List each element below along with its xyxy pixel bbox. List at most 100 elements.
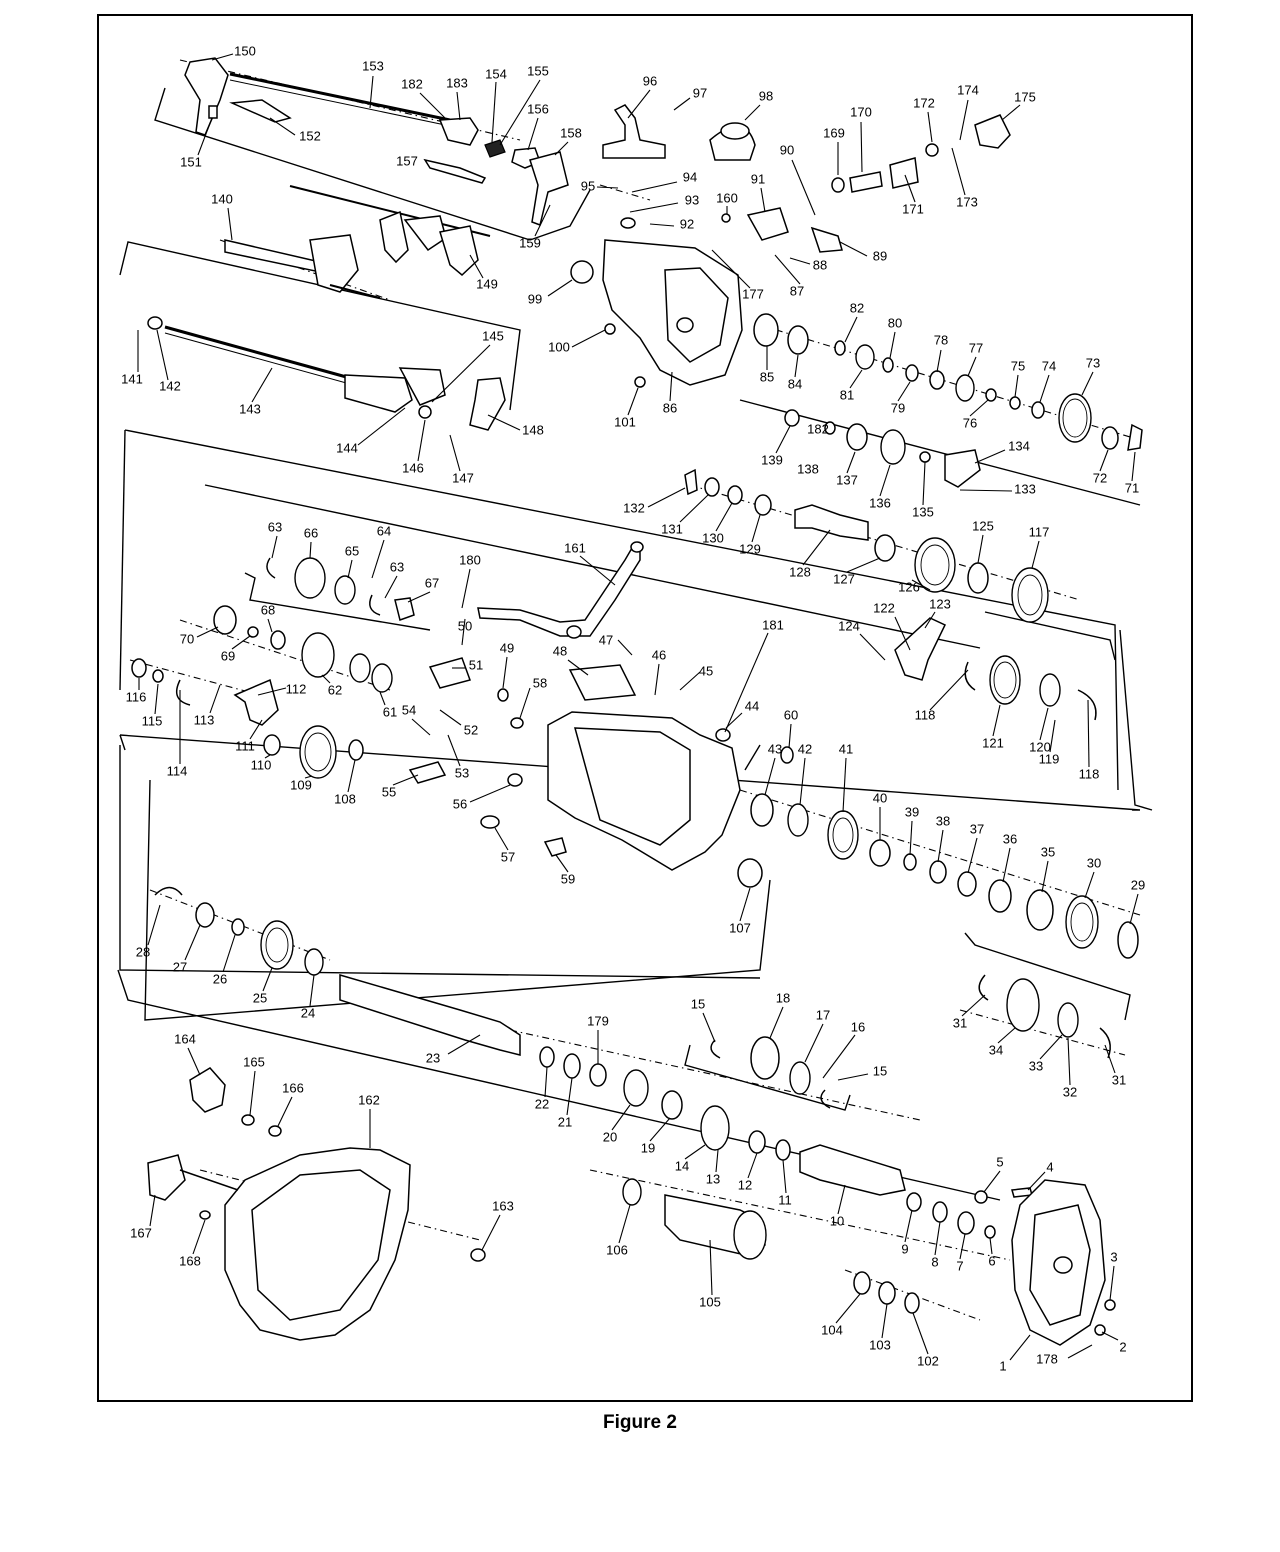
callout-120: 120 (1029, 739, 1051, 754)
right-synchro-group (989, 655, 1097, 721)
callout-76: 76 (963, 415, 977, 430)
callout-60: 60 (784, 707, 798, 722)
callout-125: 125 (972, 518, 994, 533)
callout-79: 79 (891, 400, 905, 415)
callout-47: 47 (599, 632, 613, 647)
callout-59: 59 (561, 871, 575, 886)
callout-102: 102 (917, 1353, 939, 1368)
callout-143: 143 (239, 401, 261, 416)
callout-70: 70 (180, 631, 194, 646)
figure-frame (97, 14, 1193, 1402)
callout-4: 4 (1046, 1159, 1053, 1174)
callout-157: 157 (396, 153, 418, 168)
left-synchro-group (131, 557, 415, 779)
callout-101: 101 (614, 414, 636, 429)
callout-182: 182 (807, 421, 829, 436)
callout-131: 131 (661, 521, 683, 536)
callout-165: 165 (243, 1054, 265, 1069)
callout-175: 175 (1014, 89, 1036, 104)
callout-128: 128 (789, 564, 811, 579)
callout-117: 117 (1029, 524, 1050, 539)
callout-126: 126 (898, 579, 920, 594)
callout-25: 25 (253, 990, 267, 1005)
leader-lines (137, 53, 1139, 1361)
callout-182: 182 (401, 76, 423, 91)
callout-34: 34 (989, 1042, 1003, 1057)
callout-3: 3 (1110, 1249, 1117, 1264)
callout-177: 177 (742, 286, 764, 301)
callout-36: 36 (1003, 831, 1017, 846)
callout-63: 63 (390, 559, 404, 574)
callout-19: 19 (641, 1140, 655, 1155)
callout-22: 22 (535, 1096, 549, 1111)
callout-163: 163 (492, 1198, 514, 1213)
callout-53: 53 (455, 765, 469, 780)
callout-150: 150 (234, 43, 256, 58)
callout-137: 137 (836, 472, 858, 487)
callout-147: 147 (452, 470, 474, 485)
callout-109: 109 (290, 777, 312, 792)
fork-rail-assembly (224, 185, 491, 299)
callout-183: 183 (446, 75, 468, 90)
callout-69: 69 (221, 648, 235, 663)
callout-2: 2 (1119, 1339, 1126, 1354)
callout-116: 116 (126, 689, 147, 704)
callout-181: 181 (762, 617, 784, 632)
callout-134: 134 (1008, 438, 1030, 453)
callout-78: 78 (934, 332, 948, 347)
callout-43: 43 (768, 741, 782, 756)
callout-171: 171 (902, 201, 924, 216)
callout-63: 63 (268, 519, 282, 534)
callout-169: 169 (823, 125, 845, 140)
callout-26: 26 (213, 971, 227, 986)
callout-13: 13 (706, 1171, 720, 1186)
callout-159: 159 (519, 235, 541, 250)
callout-122: 122 (873, 600, 895, 615)
callout-164: 164 (174, 1031, 196, 1046)
callout-51: 51 (469, 657, 483, 672)
callout-160: 160 (716, 190, 738, 205)
callout-23: 23 (426, 1050, 440, 1065)
callout-110: 110 (251, 757, 272, 772)
callout-118: 118 (1079, 766, 1100, 781)
callout-107: 107 (729, 920, 751, 935)
callout-144: 144 (336, 440, 358, 455)
callout-72: 72 (1093, 470, 1107, 485)
callout-11: 11 (778, 1192, 792, 1207)
callout-33: 33 (1029, 1058, 1043, 1073)
callout-21: 21 (558, 1114, 572, 1129)
callout-140: 140 (211, 191, 233, 206)
callout-167: 167 (130, 1225, 152, 1240)
callout-56: 56 (453, 796, 467, 811)
callout-68: 68 (261, 602, 275, 617)
callout-27: 27 (173, 959, 187, 974)
callout-45: 45 (699, 663, 713, 678)
callout-73: 73 (1086, 355, 1100, 370)
callout-114: 114 (167, 763, 188, 778)
callout-77: 77 (969, 340, 983, 355)
callout-119: 119 (1039, 751, 1060, 766)
callout-30: 30 (1087, 855, 1101, 870)
callout-95: 95 (581, 178, 595, 193)
callout-41: 41 (839, 741, 853, 756)
callout-153: 153 (362, 58, 384, 73)
callout-58: 58 (533, 675, 547, 690)
callout-115: 115 (142, 713, 163, 728)
callout-139: 139 (761, 452, 783, 467)
callout-65: 65 (345, 543, 359, 558)
callout-124: 124 (838, 618, 860, 633)
figure-caption: Figure 2 (603, 1412, 677, 1433)
callout-48: 48 (553, 643, 567, 658)
callout-91: 91 (751, 171, 765, 186)
callout-39: 39 (905, 804, 919, 819)
callout-31: 31 (1112, 1072, 1126, 1087)
callout-6: 6 (988, 1253, 995, 1268)
callout-173: 173 (956, 194, 978, 209)
callout-172: 172 (913, 95, 935, 110)
callout-46: 46 (652, 647, 666, 662)
callout-17: 17 (816, 1007, 830, 1022)
callout-9: 9 (901, 1241, 908, 1256)
callout-52: 52 (464, 722, 478, 737)
callout-135: 135 (912, 504, 934, 519)
